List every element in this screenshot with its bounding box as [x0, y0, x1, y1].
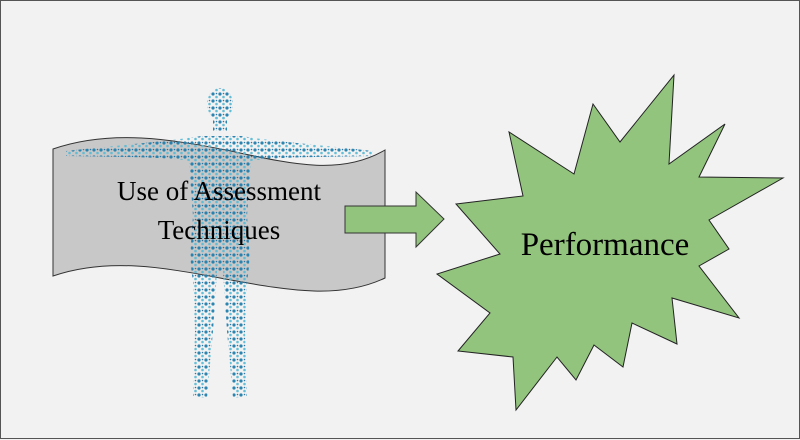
input-label-line1: Use of Assessment	[117, 176, 321, 206]
performance-starburst	[435, 73, 785, 412]
input-label-line2: Techniques	[158, 215, 281, 245]
performance-label: Performance	[521, 227, 690, 263]
human-figure-icon	[66, 88, 373, 398]
right-arrow-icon	[344, 190, 445, 249]
